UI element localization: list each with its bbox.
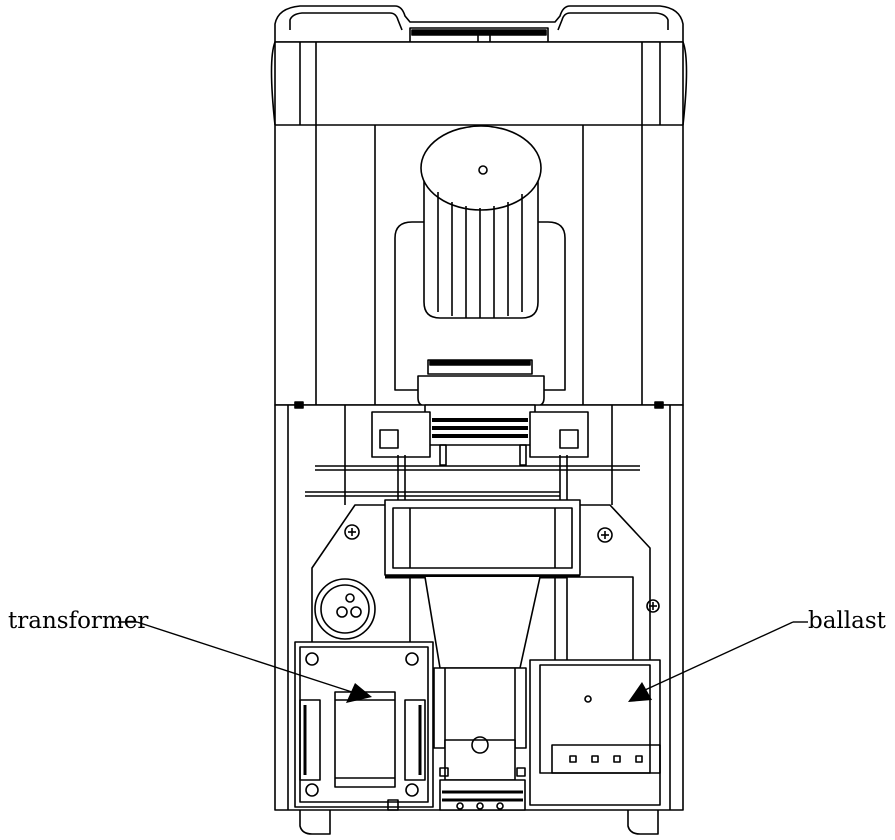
lamp-socket — [387, 736, 526, 811]
transformer-arrow-line — [136, 621, 356, 694]
transformer-label: transformer — [8, 608, 148, 634]
callout-ballast: ballast — [628, 608, 887, 702]
motor — [394, 125, 566, 391]
top-cap — [274, 5, 684, 43]
ballast-label: ballast — [808, 608, 887, 634]
capacitor — [314, 578, 376, 640]
focus-knob — [417, 359, 545, 407]
ballast-arrow-line — [644, 621, 794, 691]
ballast — [529, 659, 661, 806]
lamp-housing — [311, 499, 651, 760]
ballast-arrowhead — [628, 682, 652, 702]
callout-transformer: transformer — [8, 608, 372, 703]
transformer-arrowhead — [346, 683, 372, 703]
transformer — [294, 641, 434, 808]
zoom-assembly — [305, 404, 640, 500]
